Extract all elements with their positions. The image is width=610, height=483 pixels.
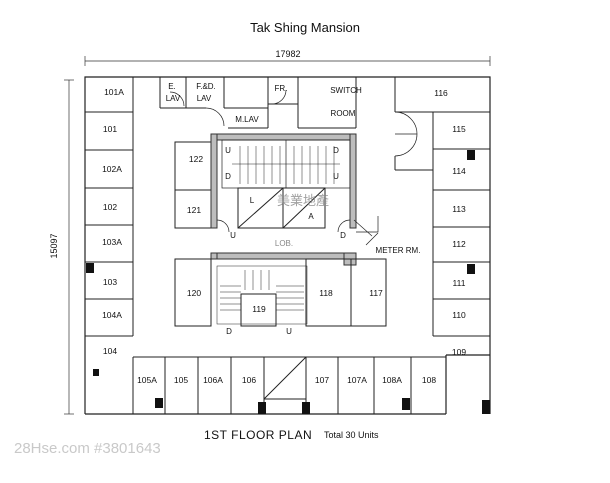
unit-label: 108 [422, 375, 436, 385]
switch-room-label: ROOM [331, 109, 356, 118]
unit-label: 104A [102, 310, 122, 320]
unit-label: 101A [104, 87, 124, 97]
unit-label: 105 [174, 375, 188, 385]
unit-label: 114 [452, 166, 466, 176]
height-dimension: 15097 [49, 233, 59, 258]
unit-label: 112 [452, 239, 466, 249]
watermark: 28Hse.com #3801643 [14, 440, 161, 457]
unit-label: 102 [103, 202, 117, 212]
fr-label: FR. [275, 84, 288, 93]
stair-down-label: D [340, 231, 346, 240]
unit-label: 115 [452, 124, 466, 134]
unit-label: 106 [242, 375, 256, 385]
fd-lav-label: F.&D. [196, 82, 216, 91]
unit-label: 117 [369, 288, 383, 298]
units-caption: Total 30 Units [324, 430, 379, 440]
unit-label: 113 [452, 204, 466, 214]
unit-label: 109 [452, 347, 466, 357]
unit-label: 122 [189, 154, 203, 164]
bottom-units-grid [132, 356, 446, 414]
pipe-markers [86, 150, 490, 414]
central-core [174, 133, 379, 266]
unit-label: 118 [319, 288, 333, 298]
unit-label: 107 [315, 375, 329, 385]
dimension-lines [64, 56, 491, 415]
unit-label: 116 [434, 88, 448, 98]
room-labels: E. LAV F.&D. LAV FR. SWITCH ROOM M.LAV L… [166, 82, 421, 255]
unit-label: 104 [103, 346, 117, 356]
unit-label: 106A [203, 375, 223, 385]
stair-up-label: U [286, 327, 292, 336]
unit-label: 105A [137, 375, 157, 385]
stair-down-label: D [226, 327, 232, 336]
fd-lav-label: LAV [197, 94, 212, 103]
e-lav-label: LAV [166, 94, 181, 103]
building-title: Tak Shing Mansion [250, 20, 360, 35]
right-units-grid [394, 111, 490, 337]
unit-labels: 101A 101 102A 102 103A 103 104A 104 105A… [102, 87, 466, 385]
unit-label: 120 [187, 288, 201, 298]
stair-up-label: U [333, 172, 339, 181]
stair-labels: U D D U U D D U [225, 146, 346, 336]
watermark-stamp: 美業地產 [277, 193, 329, 208]
lift-label: L [250, 196, 255, 205]
stair-down-label: D [225, 172, 231, 181]
m-lav-label: M.LAV [235, 115, 259, 124]
unit-label: 107A [347, 375, 367, 385]
unit-label: 110 [452, 310, 466, 320]
e-lav-label: E. [168, 82, 176, 91]
lower-core [174, 258, 387, 327]
unit-label: 108A [382, 375, 402, 385]
left-units-grid [85, 77, 134, 337]
unit-label: 101 [103, 124, 117, 134]
unit-label: 119 [252, 304, 266, 314]
stair-up-label: U [230, 231, 236, 240]
stair-up-label: U [225, 146, 231, 155]
width-dimension: 17982 [275, 49, 300, 59]
meter-room-label: METER RM. [376, 246, 421, 255]
switch-room-label: SWITCH [330, 86, 362, 95]
unit-label: 102A [102, 164, 122, 174]
unit-label: 111 [453, 278, 466, 288]
lift-label: A [308, 212, 314, 221]
lobby-label: LOB. [275, 239, 293, 248]
unit-label: 103A [102, 237, 122, 247]
unit-label: 121 [187, 205, 201, 215]
floor-plan-title: 1ST FLOOR PLAN [204, 428, 313, 442]
stair-down-label: D [333, 146, 339, 155]
unit-label: 103 [103, 277, 117, 287]
top-rooms [159, 77, 490, 129]
